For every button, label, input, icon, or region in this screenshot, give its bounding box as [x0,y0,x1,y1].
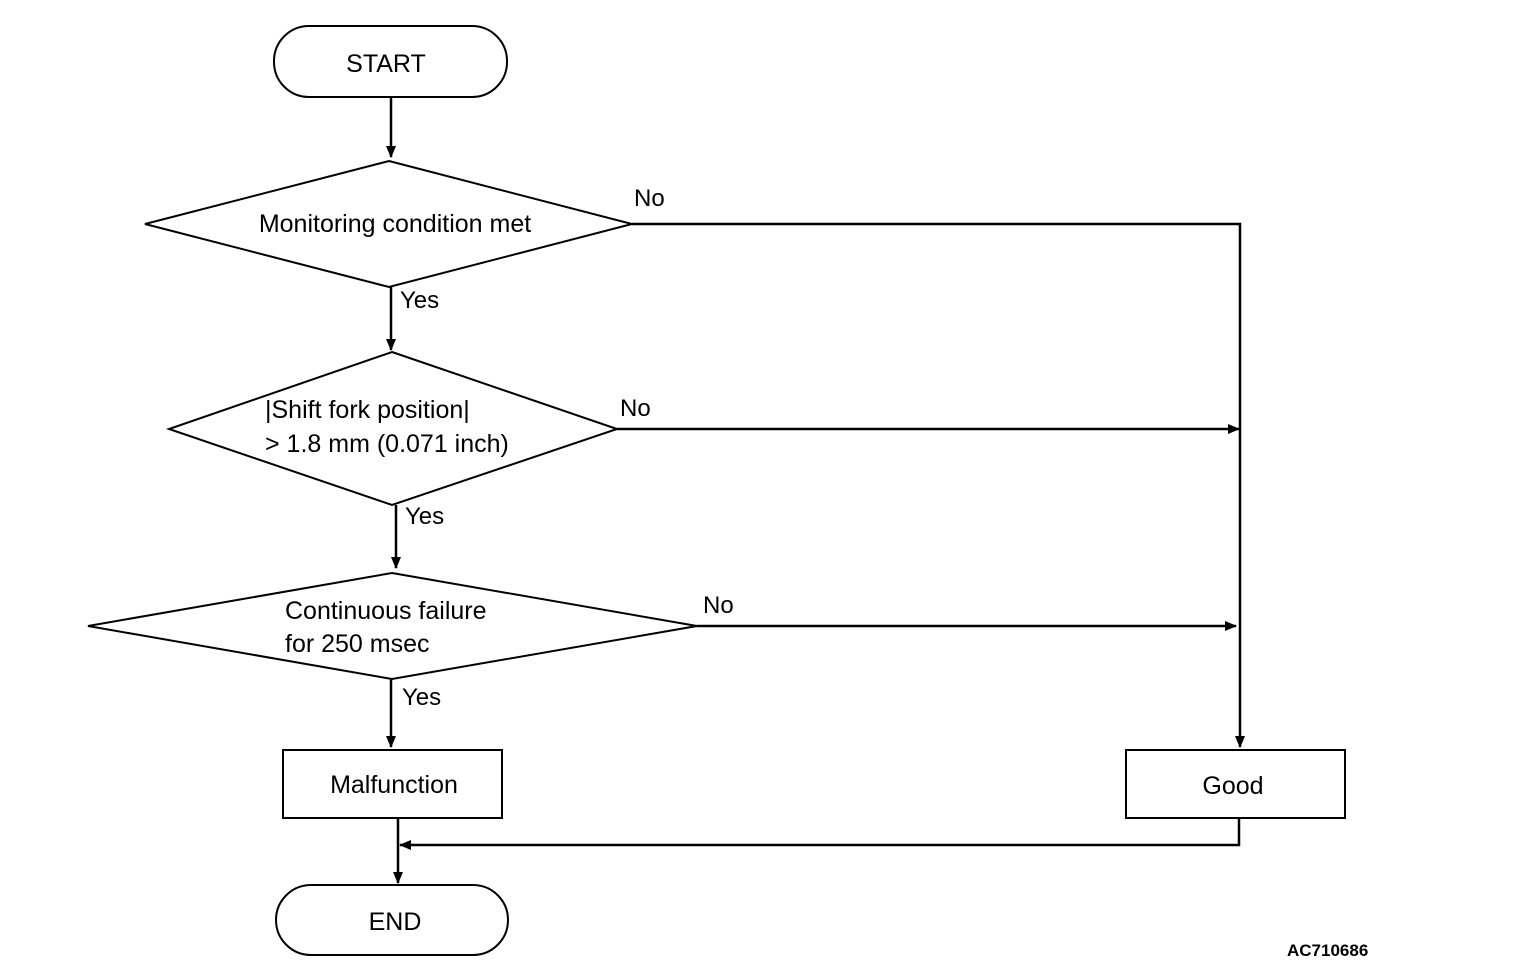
decision-shift-fork-position-line1: |Shift fork position| [265,396,470,424]
good-label: Good [1202,772,1263,800]
arrow-good-to-end [399,818,1241,850]
decision3-yes-label: Yes [402,684,441,711]
start-label: START [346,50,426,78]
decision3-no-label: No [703,592,734,619]
end-node: END [275,884,509,956]
end-label: END [369,908,422,936]
decision-monitoring-condition: Monitoring condition met [144,159,636,289]
figure-id: AC710686 [1287,941,1368,960]
malfunction-node: Malfunction [282,749,503,819]
malfunction-label: Malfunction [330,771,458,799]
decision2-no-label: No [620,395,651,422]
arrow-decision1-no-to-good [632,222,1245,748]
decision-continuous-failure-line1: Continuous failure [285,597,487,625]
start-node: START [273,25,508,98]
decision1-yes-label: Yes [400,287,439,314]
decision-continuous-failure: Continuous failure for 250 msec [87,571,698,681]
good-node: Good [1125,749,1346,819]
decision2-yes-label: Yes [405,503,444,530]
decision-continuous-failure-line2: for 250 msec [285,630,430,658]
decision1-no-label: No [634,185,665,212]
decision-shift-fork-position: |Shift fork position| > 1.8 mm (0.071 in… [165,350,621,507]
decision-shift-fork-position-line2: > 1.8 mm (0.071 inch) [265,430,509,458]
decision-monitoring-condition-label: Monitoring condition met [259,210,531,238]
